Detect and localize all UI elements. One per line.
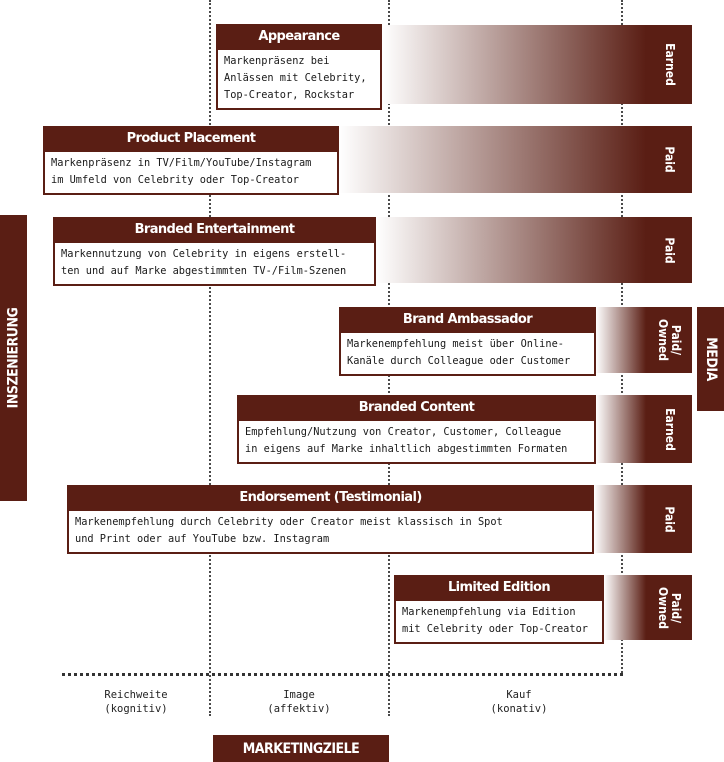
card-description: Markenpräsenz in TV/Film/YouTube/Instagr…	[43, 152, 339, 195]
side-label-media: MEDIA	[697, 307, 724, 411]
card-title: Brand Ambassador	[339, 307, 596, 333]
media-tab-brand-ambassador: Paid/ Owned	[646, 307, 692, 373]
band-appearance	[382, 25, 646, 104]
band-endorsement	[594, 485, 646, 553]
bottom-label-text: MARKETINGZIELE	[242, 740, 360, 757]
band-brand-ambassador	[596, 307, 646, 373]
band-limited-edition	[604, 575, 646, 640]
media-label: Paid/ Owned	[655, 586, 683, 629]
side-label-text: MEDIA	[702, 337, 719, 381]
media-label: Paid/ Owned	[655, 319, 683, 361]
card-branded-content: Branded Content Empfehlung/Nutzung von C…	[237, 395, 596, 464]
axis-label-line2: (konativ)	[490, 703, 548, 715]
axis-label-line2: (kognitiv)	[104, 703, 168, 715]
card-limited-edition: Limited Edition Markenempfehlung via Edi…	[394, 575, 604, 644]
media-tab-product-placement: Paid	[646, 126, 692, 193]
axis-label-image: Image (affektiv)	[239, 688, 359, 716]
card-title: Product Placement	[43, 126, 339, 152]
media-tab-branded-content: Earned	[646, 395, 692, 463]
card-brand-ambassador: Brand Ambassador Markenempfehlung meist …	[339, 307, 596, 376]
card-description: Empfehlung/Nutzung von Creator, Customer…	[237, 421, 596, 464]
card-description: Markenpräsenz bei Anlässen mit Celebrity…	[216, 50, 382, 110]
bottom-label-marketingziele: MARKETINGZIELE	[213, 735, 389, 762]
card-description: Markenempfehlung meist über Online- Kanä…	[339, 333, 596, 376]
media-tab-appearance: Earned	[646, 25, 692, 104]
card-description: Markenempfehlung via Edition mit Celebri…	[394, 601, 604, 644]
card-title: Endorsement (Testimonial)	[67, 485, 594, 511]
card-product-placement: Product Placement Markenpräsenz in TV/Fi…	[43, 126, 339, 195]
card-title: Branded Entertainment	[53, 217, 376, 243]
axis-baseline	[62, 673, 623, 676]
card-title: Limited Edition	[394, 575, 604, 601]
media-tab-endorsement: Paid	[646, 485, 692, 553]
media-label: Earned	[662, 407, 677, 451]
media-label: Earned	[662, 43, 677, 86]
side-label-text: INSZENIERUNG	[5, 307, 22, 409]
column-divider-reichweite-image	[209, 0, 211, 716]
card-title: Appearance	[216, 24, 382, 50]
band-branded-entertainment	[376, 217, 646, 283]
band-branded-content	[596, 395, 646, 463]
media-label: Paid	[662, 505, 677, 533]
media-label: Paid	[662, 146, 677, 173]
side-label-inszenierung: INSZENIERUNG	[0, 215, 27, 501]
card-description: Markennutzung von Celebrity in eigens er…	[53, 243, 376, 286]
media-label: Paid	[662, 236, 677, 264]
axis-label-line1: Image	[283, 689, 315, 701]
axis-label-kauf: Kauf (konativ)	[459, 688, 579, 716]
axis-label-line1: Kauf	[506, 689, 532, 701]
card-appearance: Appearance Markenpräsenz bei Anlässen mi…	[216, 24, 382, 110]
axis-label-reichweite: Reichweite (kognitiv)	[76, 688, 196, 716]
card-title: Branded Content	[237, 395, 596, 421]
card-branded-entertainment: Branded Entertainment Markennutzung von …	[53, 217, 376, 286]
media-tab-branded-entertainment: Paid	[646, 217, 692, 283]
media-tab-limited-edition: Paid/ Owned	[646, 575, 692, 640]
axis-label-line2: (affektiv)	[267, 703, 331, 715]
card-description: Markenempfehlung durch Celebrity oder Cr…	[67, 511, 594, 554]
axis-label-line1: Reichweite	[104, 689, 168, 701]
band-product-placement	[339, 126, 646, 193]
card-endorsement: Endorsement (Testimonial) Markenempfehlu…	[67, 485, 594, 554]
